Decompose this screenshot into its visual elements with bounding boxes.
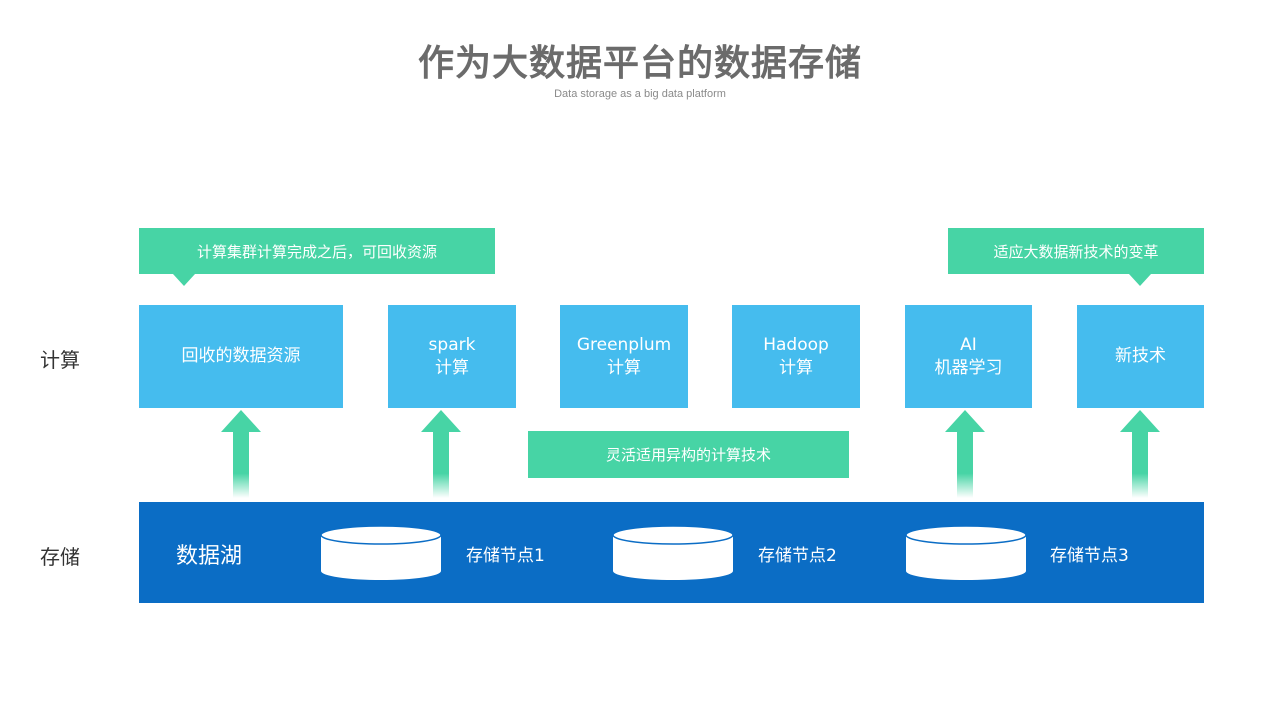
compute-box-line1: Greenplum	[576, 334, 672, 355]
compute-box-greenplum: Greenplum 计算	[560, 305, 688, 408]
callout-right: 适应大数据新技术的变革	[948, 228, 1204, 274]
compute-box-line2: 计算	[607, 357, 641, 378]
compute-box-new-tech: 新技术	[1077, 305, 1204, 408]
compute-box-line1: 回收的数据资源	[181, 346, 301, 366]
storage-node-label: 存储节点2	[758, 546, 837, 566]
callout-left-tail	[173, 274, 195, 286]
storage-node-label: 存储节点1	[466, 546, 545, 566]
compute-box-line1: AI	[960, 334, 977, 355]
database-cylinder-icon	[905, 525, 1027, 580]
arrow-up-icon	[421, 410, 461, 498]
storage-node-label: 存储节点3	[1050, 546, 1129, 566]
compute-box-spark: spark 计算	[388, 305, 516, 408]
arrow-up-icon	[1120, 410, 1160, 498]
compute-box-hadoop: Hadoop 计算	[732, 305, 860, 408]
compute-box-line2: 计算	[435, 357, 469, 378]
database-cylinder-icon	[320, 525, 442, 580]
page-subtitle: Data storage as a big data platform	[554, 88, 726, 100]
page-title: 作为大数据平台的数据存储	[417, 43, 862, 84]
compute-box-line2: 机器学习	[934, 357, 1003, 378]
compute-box-line1: 新技术	[1115, 346, 1166, 366]
callout-middle: 灵活适用异构的计算技术	[528, 431, 849, 478]
database-cylinder-icon	[612, 525, 734, 580]
compute-box-line1: Hadoop	[763, 334, 829, 355]
compute-box-line1: spark	[428, 334, 476, 355]
callout-left-text: 计算集群计算完成之后，可回收资源	[196, 242, 437, 261]
compute-box-line2: 计算	[779, 357, 813, 378]
row-label-compute: 计算	[40, 348, 80, 372]
compute-box-recycled-data: 回收的数据资源	[139, 305, 343, 408]
callout-right-tail	[1129, 274, 1151, 286]
callout-right-text: 适应大数据新技术的变革	[993, 242, 1159, 261]
callout-middle-text: 灵活适用异构的计算技术	[605, 446, 771, 464]
arrow-up-icon	[945, 410, 985, 498]
callout-left: 计算集群计算完成之后，可回收资源	[139, 228, 495, 274]
compute-box-ai: AI 机器学习	[905, 305, 1032, 408]
arrow-up-icon	[221, 410, 261, 498]
data-lake-label: 数据湖	[176, 544, 243, 569]
row-label-storage: 存储	[40, 545, 80, 569]
